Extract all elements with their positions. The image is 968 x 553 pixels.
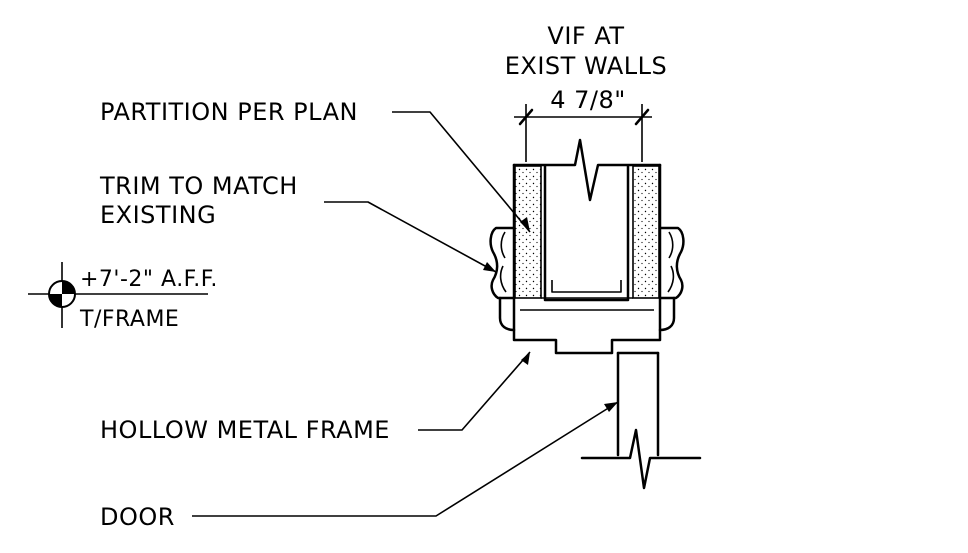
trim-left (489, 226, 516, 332)
vif-note-line1: VIF AT (547, 22, 624, 50)
vif-note-line2: EXIST WALLS (505, 52, 668, 80)
frame-leader-arrow (521, 352, 530, 365)
trim-right-base (658, 296, 676, 332)
door-leader-arrow (604, 402, 618, 412)
partition-wall-section (512, 138, 662, 302)
trim-leader-arrow (483, 262, 496, 272)
dimension-group: VIF AT EXIST WALLS 4 7/8" (505, 22, 668, 162)
frame-label: HOLLOW METAL FRAME (100, 416, 390, 444)
trim-right-profile (658, 226, 685, 300)
label-trim: TRIM TO MATCH EXISTING (99, 172, 497, 273)
trim-left-base (498, 296, 516, 332)
elevation-marker: +7'-2" A.F.F. T/FRAME (28, 262, 218, 332)
trim-left-molding (499, 231, 507, 293)
dimension-tick-right (634, 108, 650, 126)
label-door: DOOR (100, 401, 619, 531)
frame-head-profile (512, 296, 662, 355)
door-leader (192, 401, 619, 517)
door-label: DOOR (100, 503, 175, 531)
wall-break-line (512, 138, 662, 202)
elevation-value: +7'-2" A.F.F. (80, 267, 218, 292)
dimension-tick-left (518, 108, 534, 126)
label-partition: PARTITION PER PLAN (100, 98, 531, 233)
stud-track-inner (551, 280, 622, 293)
frame-leader (418, 351, 531, 431)
dimension-value: 4 7/8" (550, 86, 626, 114)
partition-leader (392, 111, 531, 233)
elevation-target-quadrant-a (62, 281, 75, 294)
label-frame: HOLLOW METAL FRAME (100, 351, 531, 444)
trim-right (658, 226, 685, 332)
gypsum-board-left (514, 165, 542, 299)
elevation-target-quadrant-b (49, 294, 62, 307)
elevation-reference: T/FRAME (79, 307, 179, 332)
gypsum-board-right (632, 165, 660, 299)
trim-label-line1: TRIM TO MATCH (99, 172, 298, 200)
door-section (580, 351, 702, 490)
hollow-metal-frame (512, 296, 662, 355)
partition-leader-arrow (520, 217, 530, 232)
partition-label: PARTITION PER PLAN (100, 98, 358, 126)
trim-label-line2: EXISTING (100, 201, 216, 229)
door-break-line (580, 428, 702, 490)
trim-leader (324, 201, 497, 273)
stud-track-outer (543, 164, 630, 302)
trim-left-profile (489, 226, 516, 300)
trim-right-molding (667, 231, 675, 293)
